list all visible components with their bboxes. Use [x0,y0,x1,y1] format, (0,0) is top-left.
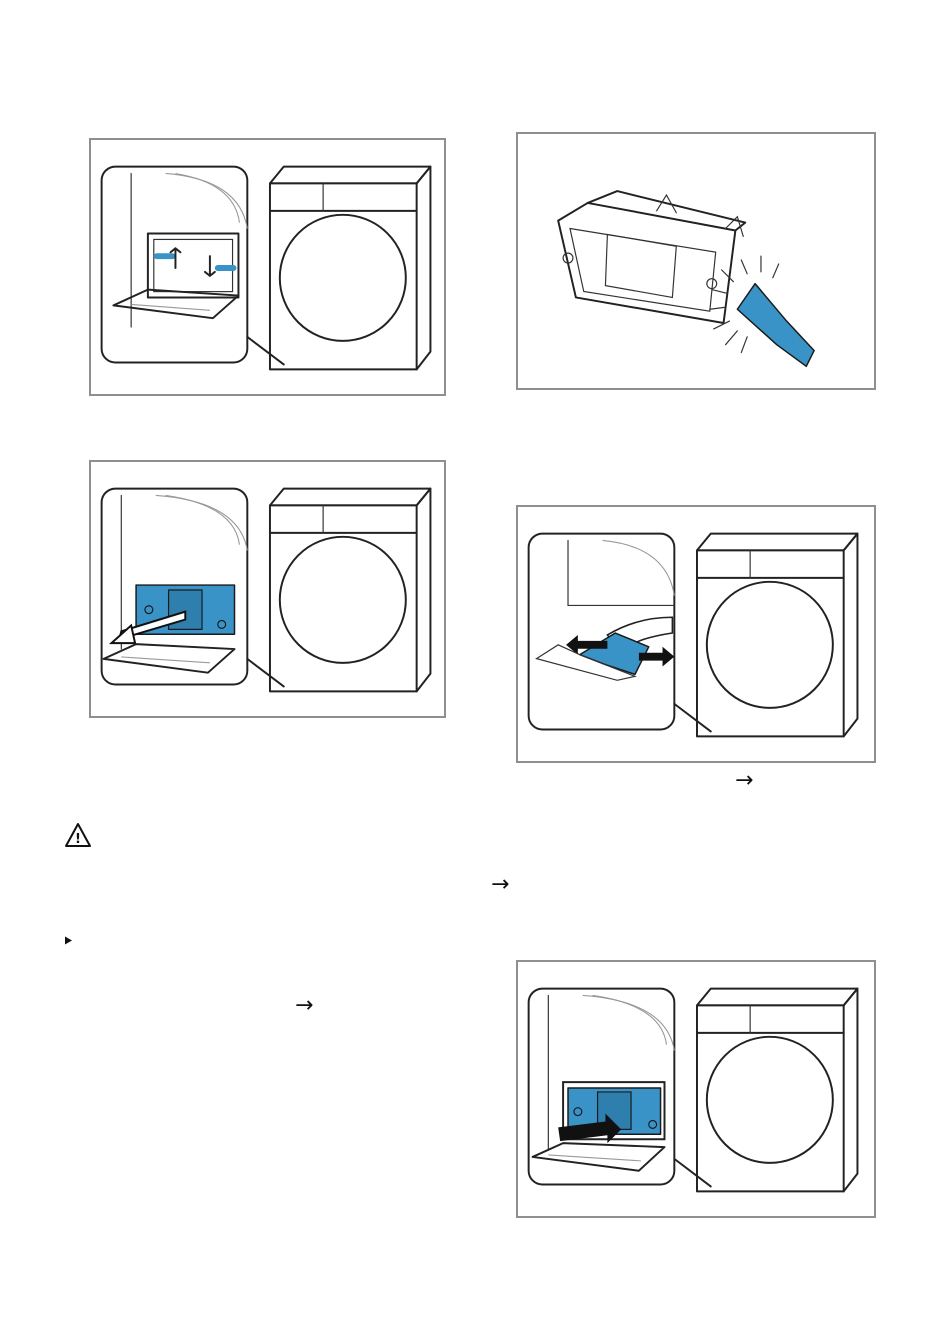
bullet-triangle-icon [64,936,73,945]
illustration-brush-filter [518,134,874,388]
right-arrow-icon: → [491,874,509,896]
warning-triangle-icon: ! [64,822,92,848]
right-arrow-icon: → [295,995,313,1017]
right-arrow-icon: → [735,770,753,792]
illustration-open-cover [91,140,444,394]
figure-pull-out-filter [89,460,446,718]
warning-mark: ! [75,832,81,847]
illustration-insert-filter [518,962,874,1216]
illustration-clean-recess [518,507,874,761]
figure-brush-filter [516,132,876,390]
figure-insert-filter [516,960,876,1218]
figure-open-cover [89,138,446,396]
illustration-pull-out-filter [91,462,444,716]
figure-clean-recess [516,505,876,763]
